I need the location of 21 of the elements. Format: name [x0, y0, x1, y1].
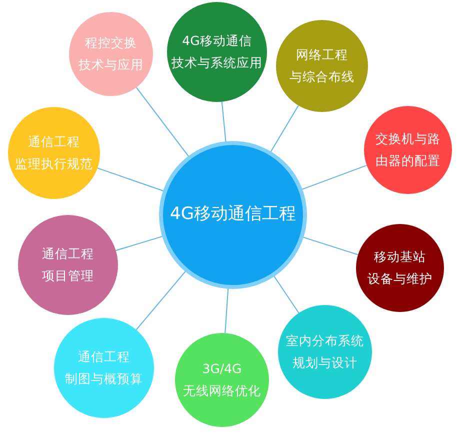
topic-label: 交换机与路由器的配置 — [376, 130, 440, 170]
topic-label: 室内分布系统规划与设计 — [286, 332, 364, 372]
topic-label: 通信工程项目管理 — [42, 245, 94, 285]
connector-line — [302, 236, 359, 256]
topic-label: 4G移动通信工程 — [170, 203, 296, 226]
connector-line — [136, 86, 190, 158]
connector-line — [96, 168, 165, 192]
connector-line — [273, 275, 300, 314]
connector-line — [224, 287, 229, 334]
topic-label: 程控交换技术与应用 — [78, 34, 144, 74]
topic-label: 4G移动通信技术与系统应用 — [172, 32, 262, 72]
connector-line — [115, 236, 164, 251]
topic-label: 移动基站设备与维护 — [368, 248, 432, 288]
topic-label: 3G/4G无线网络优化 — [183, 360, 261, 400]
connector-line — [300, 164, 368, 190]
connector-line — [136, 270, 186, 330]
connector-line — [221, 101, 226, 143]
topic-label: 网络工程与综合布线 — [290, 46, 354, 86]
topic-label: 通信工程制图与概预算 — [65, 348, 143, 388]
topic-label: 通信工程监理执行规范 — [15, 133, 93, 173]
connector-line — [270, 105, 299, 153]
